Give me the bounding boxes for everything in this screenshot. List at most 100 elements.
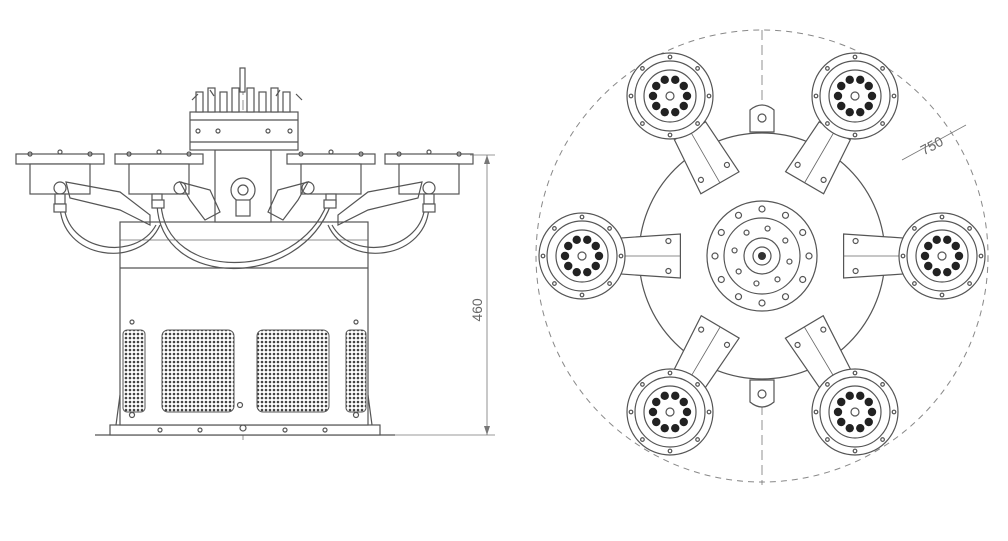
jet-hole [845, 107, 854, 117]
jet-hole [652, 81, 661, 91]
jet-hole [594, 251, 604, 261]
jet-hole [660, 391, 669, 401]
jet-hole [572, 267, 581, 277]
hub-bolt [731, 247, 738, 254]
jet-hole [864, 101, 873, 111]
jet-hole [924, 241, 933, 251]
support-arm [65, 181, 151, 226]
jet-hole [864, 417, 873, 427]
jet-hole [572, 235, 581, 245]
jet-hole [920, 251, 930, 261]
mesh-panel [161, 329, 235, 413]
jet-hole [856, 75, 865, 85]
nozzle-head [811, 52, 899, 140]
drum-body [119, 221, 369, 426]
jet-hole [648, 91, 658, 101]
hub-bolt [781, 293, 790, 301]
jet-hole [660, 75, 669, 85]
jet-hole [671, 75, 680, 85]
top-view [535, 29, 989, 485]
center-valve [230, 177, 256, 203]
height-dimension: 460 [395, 154, 495, 436]
jet-hole [679, 397, 688, 407]
jet-hole [671, 391, 680, 401]
support-arm [337, 181, 423, 226]
jet-hole [867, 407, 877, 417]
hub-bolt [781, 211, 790, 219]
jet-hole [867, 91, 877, 101]
jet-hole [564, 241, 573, 251]
jet-hole [856, 391, 865, 401]
bracket [619, 233, 682, 279]
jet-hole [845, 75, 854, 85]
jet-hole [679, 417, 688, 427]
support-arm [178, 181, 221, 221]
nozzle-head-left [15, 149, 105, 205]
diameter-dimension: 750 [901, 124, 967, 161]
mesh-panel [122, 329, 146, 413]
jet-hole [864, 81, 873, 91]
jet-hole [837, 397, 846, 407]
nozzle-heads [538, 52, 986, 456]
bracket [842, 233, 905, 279]
jet-hole [679, 81, 688, 91]
hub-bolt [764, 225, 771, 232]
side-view [15, 67, 474, 445]
jet-hole [648, 407, 658, 417]
hub-bolt [717, 275, 725, 284]
nozzle-head [538, 212, 626, 300]
jet-hole [856, 107, 865, 117]
jet-hole [833, 91, 843, 101]
hub-bolt [743, 229, 750, 236]
nozzle-head [811, 368, 899, 456]
diameter-label: 750 [918, 133, 946, 158]
jet-hole [583, 235, 592, 245]
center-hub [706, 200, 818, 312]
jet-hole [583, 267, 592, 277]
hub-bolt [799, 228, 807, 237]
jet-hole [932, 235, 941, 245]
top-manifold [189, 111, 299, 151]
hub-bolts [711, 205, 813, 307]
jet-hole [924, 261, 933, 271]
mesh-panel [256, 329, 330, 413]
hub-bolt [758, 299, 766, 307]
hub-bolt [753, 280, 760, 287]
hose [156, 203, 332, 270]
jet-hole [845, 423, 854, 433]
hub-bolt [799, 275, 807, 284]
jet-hole [660, 107, 669, 117]
jet-hole [943, 235, 952, 245]
jet-hole [671, 423, 680, 433]
top-nozzle-cluster [191, 67, 303, 113]
jet-hole [682, 407, 692, 417]
jet-hole [560, 251, 570, 261]
jet-hole [652, 397, 661, 407]
hub-bolt [717, 228, 725, 237]
hose [59, 203, 161, 254]
jet-hole [591, 241, 600, 251]
hub-bolt [734, 211, 743, 219]
support-arm [267, 181, 310, 221]
nozzle-head-mid-right [286, 149, 376, 205]
nozzle-head-right [384, 149, 474, 205]
hose [327, 203, 430, 254]
nozzle-brackets [619, 121, 905, 389]
jet-hole [951, 261, 960, 271]
hub-bolt [782, 237, 789, 244]
height-label: 460 [469, 298, 485, 322]
jet-hole [837, 417, 846, 427]
bracket [673, 314, 741, 389]
jet-hole [932, 267, 941, 277]
jet-hole [837, 81, 846, 91]
jet-hole [652, 101, 661, 111]
jet-hole [591, 261, 600, 271]
hub-bolt [786, 258, 793, 265]
lug-bottom [749, 379, 775, 408]
hub-bolt [758, 205, 766, 213]
jet-hole [845, 391, 854, 401]
hub-bolt [734, 293, 743, 301]
nozzle-head-mid-left [114, 149, 204, 205]
jet-hole [564, 261, 573, 271]
